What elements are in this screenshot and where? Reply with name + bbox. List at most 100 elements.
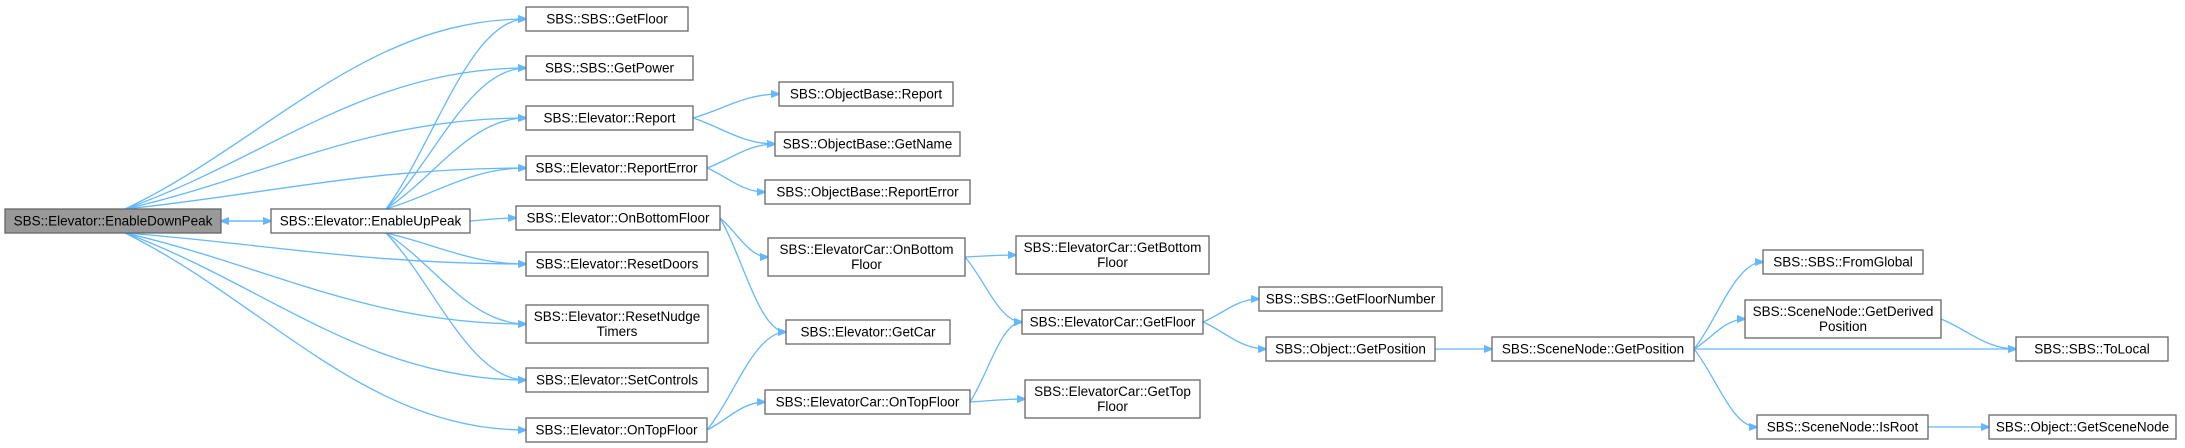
node-box <box>525 304 709 344</box>
edge-enableUpPeak-to-setControls <box>385 232 526 380</box>
node-carGetFloor[interactable]: SBS::ElevatorCar::GetFloor <box>1021 309 1204 335</box>
node-label: SBS::Object::GetSceneNode <box>1996 420 2169 435</box>
edge-enableDownPeak-to-resetDoors <box>124 232 526 264</box>
node-box <box>1258 286 1443 312</box>
node-box <box>4 208 222 234</box>
node-resetDoors[interactable]: SBS::Elevator::ResetDoors <box>525 251 709 277</box>
node-getFloorNumber[interactable]: SBS::SBS::GetFloorNumber <box>1258 286 1443 312</box>
edge-onTopFloor-to-carOnTop <box>706 402 765 431</box>
node-box <box>1491 336 1695 362</box>
node-box <box>525 155 708 181</box>
node-box <box>270 208 471 234</box>
node-box <box>525 251 709 277</box>
edge-snGetPosition-to-fromGlobal <box>1693 262 1763 350</box>
node-sbsGetPower[interactable]: SBS::SBS::GetPower <box>525 55 694 81</box>
node-report[interactable]: SBS::Elevator::Report <box>525 105 694 131</box>
node-label: SBS::SBS::GetFloorNumber <box>1266 292 1436 307</box>
node-fromGlobal[interactable]: SBS::SBS::FromGlobal <box>1762 249 1924 275</box>
edge-carOnTop-to-carGetTop <box>969 399 1025 402</box>
node-label: SBS::SBS::ToLocal <box>2034 342 2150 357</box>
edge-enableUpPeak-to-sbsGetFloor <box>385 19 526 210</box>
edge-enableDownPeak-to-reportError <box>124 168 526 210</box>
node-onTopFloor[interactable]: SBS::Elevator::OnTopFloor <box>525 417 708 443</box>
edge-carGetFloor-to-objGetPosition <box>1202 321 1266 349</box>
node-label: SBS::ObjectBase::ReportError <box>776 185 959 200</box>
node-getCar[interactable]: SBS::Elevator::GetCar <box>785 319 951 345</box>
node-label: Position <box>1819 319 1867 334</box>
node-box <box>2015 336 2169 362</box>
edge-carGetFloor-to-getFloorNumber <box>1202 299 1259 323</box>
edge-enableUpPeak-to-resetNudge <box>385 232 526 324</box>
edge-carOnTop-to-carGetFloor <box>969 322 1022 403</box>
node-label: SBS::SceneNode::IsRoot <box>1767 420 1919 435</box>
node-enableDownPeak[interactable]: SBS::Elevator::EnableDownPeak <box>4 208 222 234</box>
edge-onBottomFloor-to-getCar <box>719 217 786 332</box>
node-obReportError[interactable]: SBS::ObjectBase::ReportError <box>764 179 971 205</box>
node-onBottomFloor[interactable]: SBS::Elevator::OnBottomFloor <box>515 205 721 231</box>
node-box <box>767 237 966 277</box>
node-label: SBS::SBS::GetFloor <box>546 12 668 27</box>
edge-reportError-to-obGetName <box>706 144 775 169</box>
node-isRoot[interactable]: SBS::SceneNode::IsRoot <box>1756 414 1929 440</box>
node-obReport[interactable]: SBS::ObjectBase::Report <box>778 81 954 107</box>
node-box <box>764 389 971 415</box>
edge-enableUpPeak-to-onBottomFloor <box>469 218 516 221</box>
node-label: SBS::SceneNode::GetPosition <box>1502 342 1684 357</box>
edge-enableUpPeak-to-report <box>385 118 526 210</box>
node-carOnTop[interactable]: SBS::ElevatorCar::OnTopFloor <box>764 389 971 415</box>
node-reportError[interactable]: SBS::Elevator::ReportError <box>525 155 708 181</box>
edge-carOnBottom-to-carGetBottom <box>964 255 1016 257</box>
edge-enableDownPeak-to-onTopFloor <box>124 232 526 430</box>
node-box <box>778 81 954 107</box>
edge-reportError-to-obReportError <box>706 167 765 192</box>
edge-enableDownPeak-to-sbsGetFloor <box>124 19 526 210</box>
node-label: SBS::SBS::GetPower <box>545 61 675 76</box>
node-box <box>525 55 694 81</box>
node-label: SBS::Elevator::EnableUpPeak <box>280 214 462 229</box>
node-enableUpPeak[interactable]: SBS::Elevator::EnableUpPeak <box>270 208 471 234</box>
edge-enableDownPeak-to-setControls <box>124 232 526 380</box>
node-box <box>525 367 709 393</box>
node-box <box>525 6 689 32</box>
edge-enableUpPeak-to-reportError <box>385 168 526 210</box>
node-label: SBS::Elevator::GetCar <box>800 325 936 340</box>
node-sbsGetFloor[interactable]: SBS::SBS::GetFloor <box>525 6 689 32</box>
node-box <box>1015 235 1210 275</box>
node-setControls[interactable]: SBS::Elevator::SetControls <box>525 367 709 393</box>
node-label: SBS::SceneNode::GetDerived <box>1753 304 1934 319</box>
node-box <box>1265 336 1436 362</box>
node-label: SBS::Elevator::ResetNudge <box>534 309 701 324</box>
edge-snGetDerived-to-toLocal <box>1940 318 2016 349</box>
node-carOnBottom[interactable]: SBS::ElevatorCar::OnBottomFloor <box>767 237 966 277</box>
node-label: SBS::ElevatorCar::GetFloor <box>1030 315 1196 330</box>
node-label: SBS::Elevator::ReportError <box>535 161 698 176</box>
node-box <box>774 131 961 157</box>
node-obGetName[interactable]: SBS::ObjectBase::GetName <box>774 131 961 157</box>
node-snGetPosition[interactable]: SBS::SceneNode::GetPosition <box>1491 336 1695 362</box>
edge-enableUpPeak-to-resetDoors <box>385 232 526 264</box>
node-box <box>1988 414 2177 440</box>
edge-onTopFloor-to-getCar <box>706 332 786 431</box>
node-label: SBS::Elevator::SetControls <box>536 373 698 388</box>
edge-report-to-obGetName <box>692 117 775 144</box>
node-label: SBS::Elevator::OnTopFloor <box>535 423 698 438</box>
node-label: SBS::Elevator::OnBottomFloor <box>526 211 710 226</box>
node-label: SBS::Elevator::ResetDoors <box>536 257 699 272</box>
node-box <box>1762 249 1924 275</box>
node-label: SBS::SBS::FromGlobal <box>1773 255 1913 270</box>
node-getSceneNode[interactable]: SBS::Object::GetSceneNode <box>1988 414 2177 440</box>
node-box <box>1021 309 1204 335</box>
node-label: Floor <box>1097 399 1128 414</box>
node-label: Floor <box>851 257 882 272</box>
node-box <box>1756 414 1929 440</box>
node-label: SBS::ObjectBase::Report <box>790 87 943 102</box>
node-toLocal[interactable]: SBS::SBS::ToLocal <box>2015 336 2169 362</box>
edge-enableDownPeak-to-sbsGetPower <box>124 68 526 210</box>
node-objGetPosition[interactable]: SBS::Object::GetPosition <box>1265 336 1436 362</box>
edge-carOnBottom-to-carGetFloor <box>964 256 1022 322</box>
